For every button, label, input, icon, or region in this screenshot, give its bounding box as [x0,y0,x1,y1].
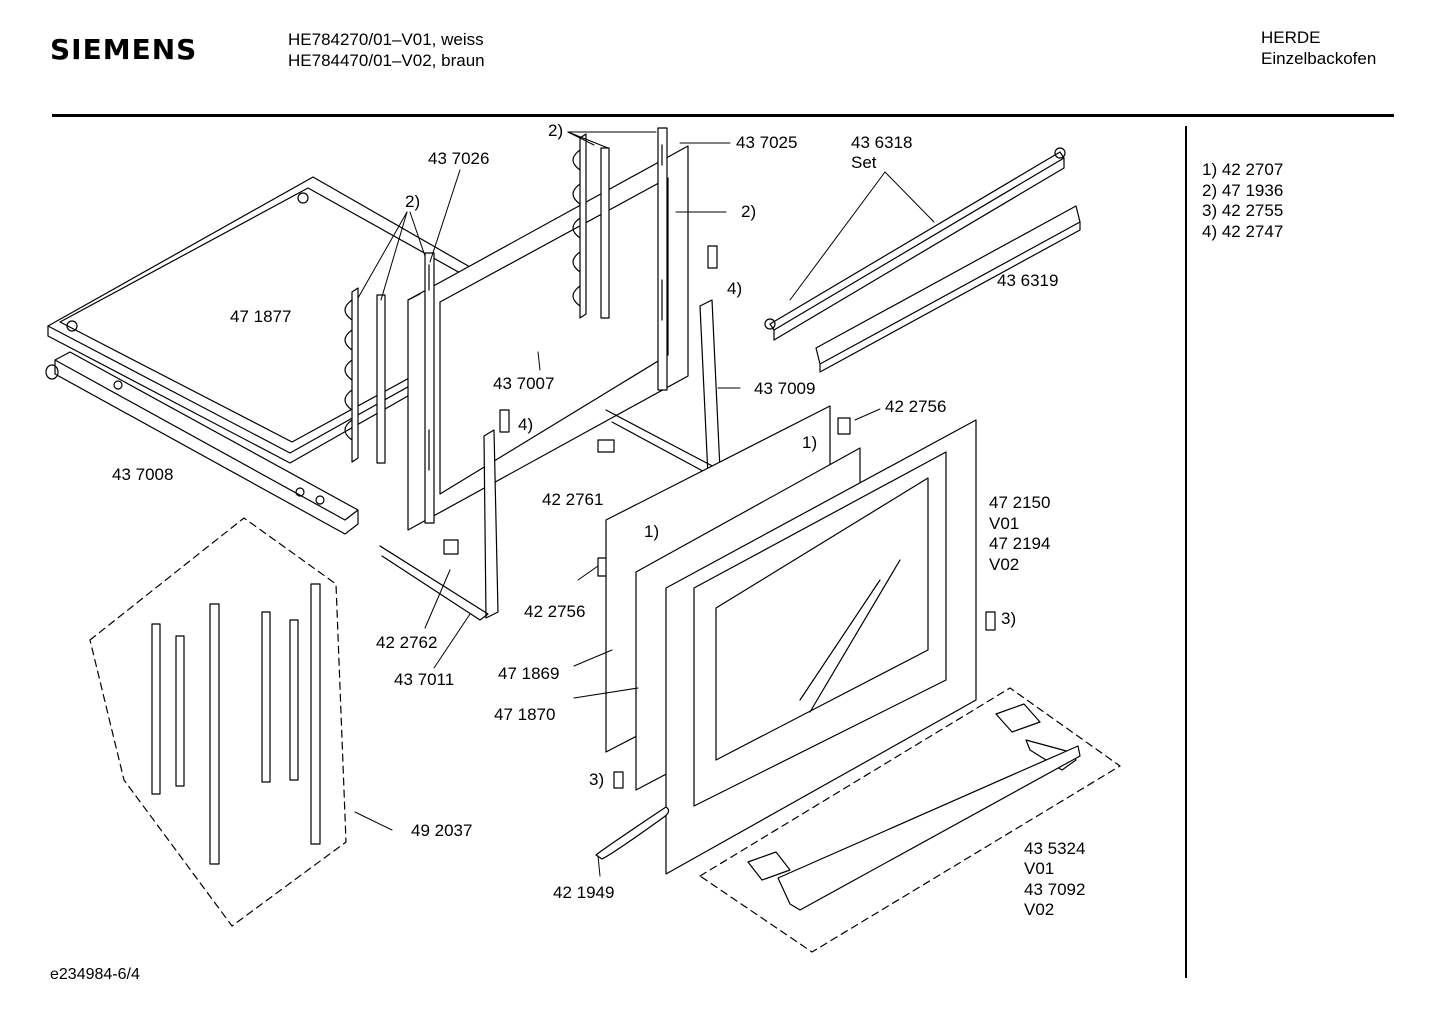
spacer-clip-lower [613,771,624,789]
legend-item: 3) 42 2755 [1202,201,1284,220]
shelf-kit-part [151,583,321,865]
part-label-471870: 47 1870 [494,705,556,724]
callout-4-upper: 4) [727,279,743,298]
part-label-471869: 47 1869 [498,664,560,683]
part-label-437011: 43 7011 [394,670,455,689]
shelf-kit-outline [89,517,347,927]
hinge-rod-part [595,806,670,860]
handle-variant-outline [699,687,1121,953]
part-label-422761: 42 2761 [542,490,604,509]
callout-1-upper: 1) [802,433,818,452]
top-rail-part [657,127,668,391]
part-label-421949: 42 1949 [553,883,615,902]
spacer-clip-right [985,611,996,631]
legend-item: 1) 42 2707 [1202,160,1284,179]
legend-divider [1185,126,1187,978]
subcategory-line: Einzelbackofen [1261,49,1377,68]
part-label-492037: 49 2037 [411,821,473,840]
door-handle-part-lower [747,745,1081,911]
callout-3-lower: 3) [589,770,605,789]
part-label-435324: 43 5324 [1024,839,1086,858]
model-line-v01: HE784270/01–V01, weiss [288,30,484,49]
part-label-422756-upper: 42 2756 [885,397,947,416]
shelf-support-upper [572,133,610,319]
front-rail-part [45,351,359,535]
callout-3-right: 3) [1001,609,1017,628]
leader-lines [354,131,935,877]
model-line-v02: HE784470/01–V02, braun [288,51,485,70]
part-label-437008: 43 7008 [112,465,174,484]
part-label-437026: 43 7026 [428,149,490,168]
variant-label-v01: V01 [989,514,1020,533]
drawing-id: e234984-6/4 [50,966,140,983]
callout-4-lower: 4) [518,415,534,434]
part-label-436319: 43 6319 [997,271,1059,290]
front-frame-part [407,145,689,531]
part-label-472194: 47 2194 [989,534,1051,553]
part-label-437007: 43 7007 [493,374,555,393]
vent-rail-set-part [764,147,1081,373]
variant-label-v01-handle: V01 [1024,859,1055,878]
part-label-437009: 43 7009 [754,379,816,398]
parts-legend: 1) 42 2707 2) 47 1936 3) 42 2755 4) 42 2… [1202,160,1283,242]
part-label-437025: 43 7025 [736,133,798,152]
brand-logo: SIEMENS [50,33,198,66]
callout-2-right: 2) [741,202,757,221]
left-bracket-part [379,409,510,621]
part-label-422756-lower: 42 2756 [524,602,586,621]
part-label-472150: 47 2150 [989,493,1051,512]
part-label-422762: 42 2762 [376,633,438,652]
part-label-471877: 47 1877 [230,307,292,326]
variant-label-v02: V02 [989,555,1020,574]
part-label-436318: 43 6318 [851,133,913,152]
door-outer-glass-part [665,419,977,875]
category-line: HERDE [1261,28,1321,47]
part-label-436318-set: Set [851,153,877,172]
shelf-support-left [344,287,386,464]
clip-422756-upper [837,417,851,435]
clip-422761 [597,439,615,453]
callout-2-left: 2) [405,192,421,211]
header-divider [52,114,1394,117]
callout-2-top: 2) [548,121,564,140]
variant-label-v02-handle: V02 [1024,900,1055,919]
legend-item: 4) 42 2747 [1202,221,1284,241]
left-rail-part [424,252,435,524]
callout-1-lower: 1) [644,522,660,541]
legend-item: 2) 47 1936 [1202,180,1284,200]
appliance-category: HERDE Einzelbackofen [1261,27,1376,69]
part-label-437092: 43 7092 [1024,880,1086,899]
model-list: HE784270/01–V01, weiss HE784470/01–V02, … [288,29,485,71]
